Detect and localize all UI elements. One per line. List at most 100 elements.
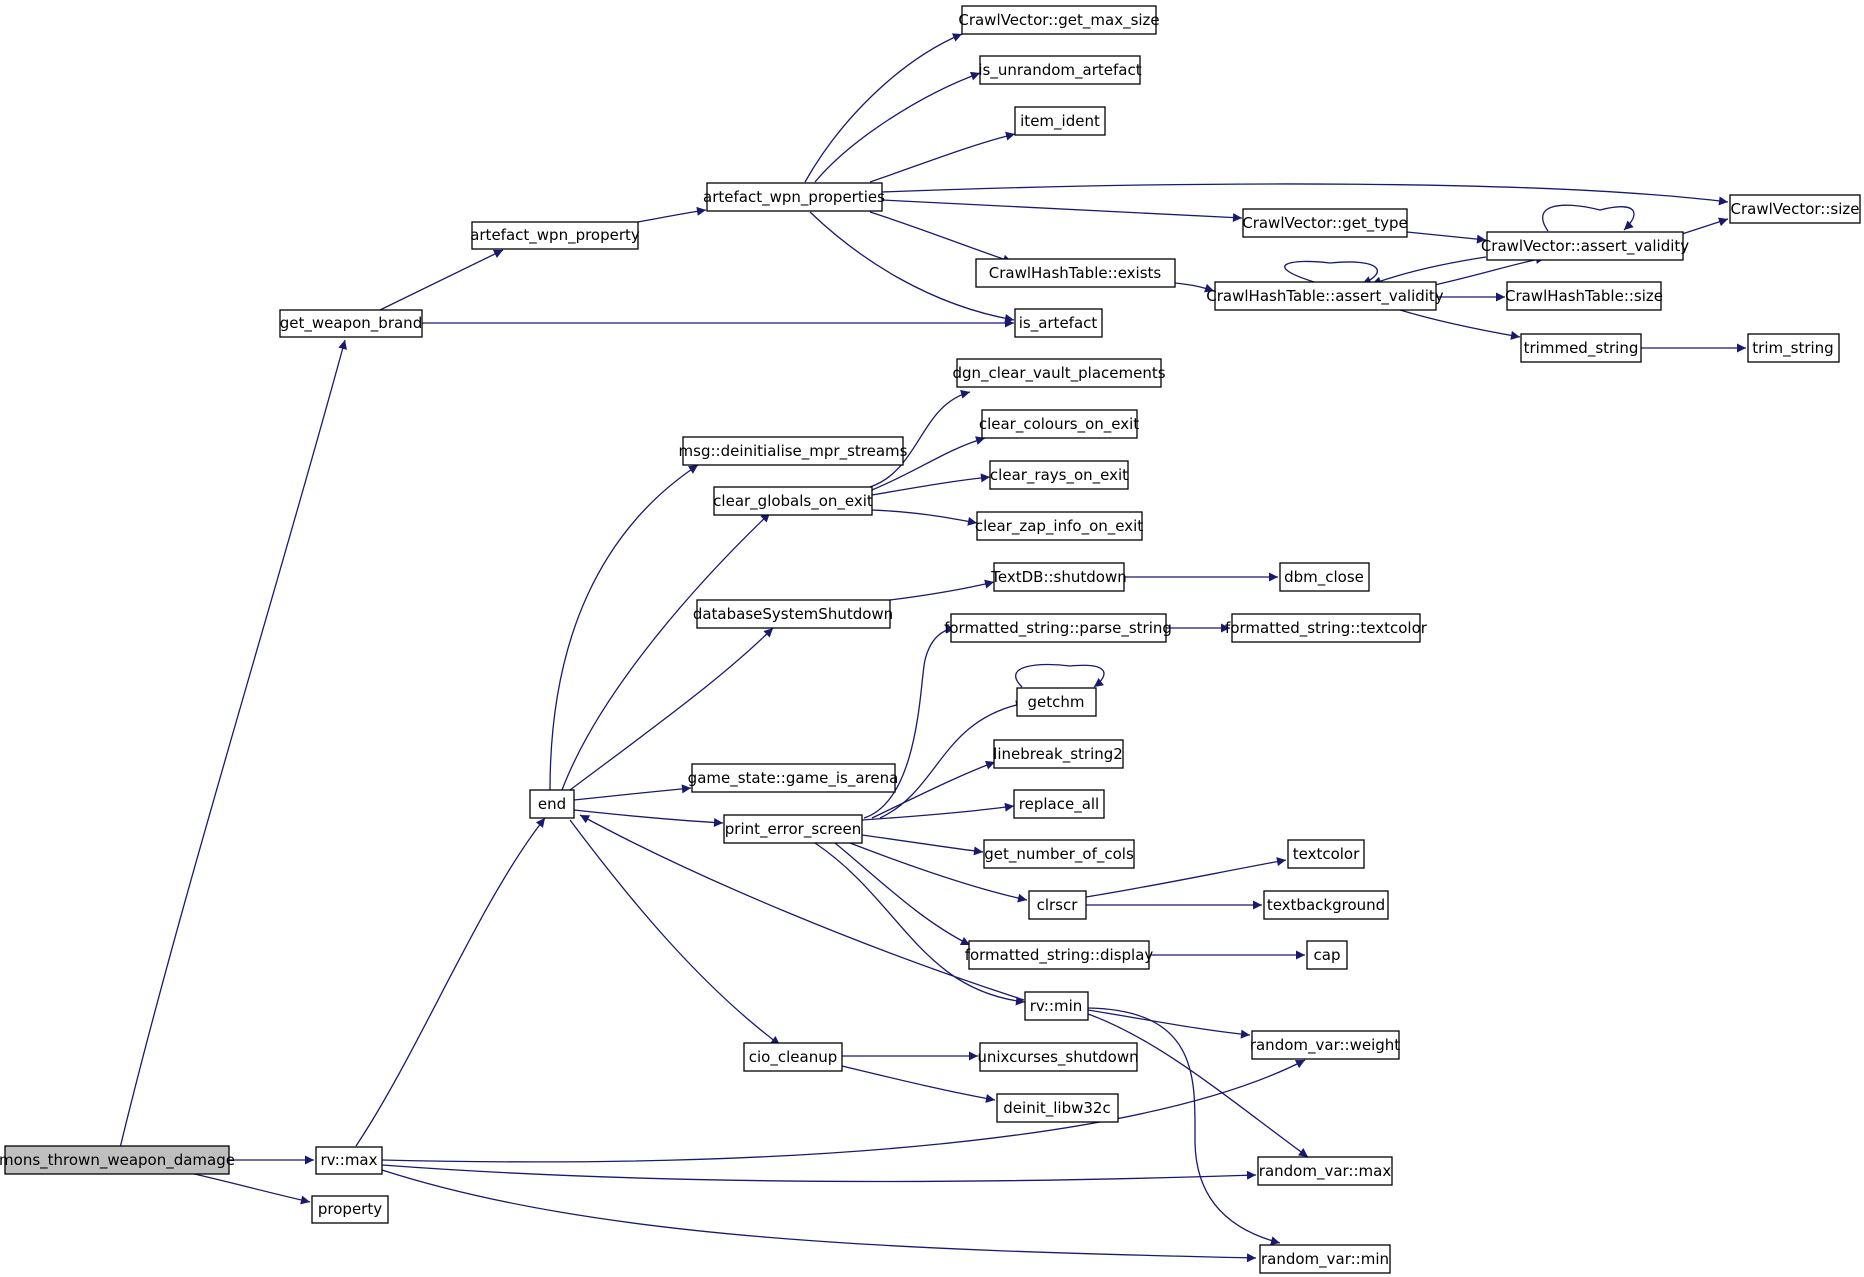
edge-cht-assert-self [1284,260,1378,285]
node-label: replace_all [1019,795,1099,814]
node-cht-assert-validity[interactable]: CrawlHashTable::assert_validity [1206,281,1444,311]
node-get-weapon-brand[interactable]: get_weapon_brand [279,309,423,338]
edge-rv-min-to-end [579,814,1025,1001]
node-label: end [538,795,566,813]
node-is-unrandom-artefact[interactable]: is_unrandom_artefact [978,55,1142,85]
node-get-number-of-cols[interactable]: get_number_of_cols [983,839,1135,869]
node-rv-min[interactable]: rv::min [1024,991,1089,1021]
node-label: textbackground [1267,896,1385,914]
node-label: clrscr [1037,896,1079,914]
node-dgn-clear-vault[interactable]: dgn_clear_vault_placements [952,358,1166,388]
node-label: property [318,1200,382,1218]
node-msg-deinit[interactable]: msg::deinitialise_mpr_streams [679,436,908,466]
node-textbackground[interactable]: textbackground [1263,890,1389,920]
edge-end-to-database-shutdown [569,627,774,791]
node-cio-cleanup[interactable]: cio_cleanup [743,1042,843,1072]
node-cv-size[interactable]: CrawlVector::size [1729,194,1861,224]
node-artefact-wpn-properties[interactable]: artefact_wpn_properties [703,182,885,212]
edge-artefact-wpn-property-to-properties [637,206,707,223]
node-dbm-close[interactable]: dbm_close [1279,562,1370,592]
node-print-error-screen[interactable]: print_error_screen [723,814,863,844]
node-replace-all[interactable]: replace_all [1013,789,1105,819]
edge-get-weapon-brand-to-artefact-wpn-property [379,249,504,311]
node-label: dbm_close [1284,568,1364,587]
node-cv-assert-validity[interactable]: CrawlVector::assert_validity [1481,231,1689,261]
node-is-artefact[interactable]: is_artefact [1014,308,1103,338]
node-random-var-min[interactable]: random_var::min [1259,1244,1391,1274]
node-textcolor[interactable]: textcolor [1287,839,1365,869]
node-unixcurses-shutdown[interactable]: unixcurses_shutdown [977,1042,1139,1072]
node-label: unixcurses_shutdown [977,1048,1138,1067]
node-label: cio_cleanup [749,1048,837,1067]
node-getchm[interactable]: getchm [1016,687,1097,717]
node-item-ident[interactable]: item_ident [1014,106,1106,136]
node-cht-exists[interactable]: CrawlHashTable::exists [975,258,1176,288]
node-clear-globals-on-exit[interactable]: clear_globals_on_exit [713,486,873,516]
node-label: formatted_string::textcolor [1225,619,1428,638]
node-label: clear_zap_info_on_exit [975,517,1143,536]
edge-cv-assert-to-cv-size [1681,217,1729,235]
edge-end-to-cio-cleanup [569,819,781,1046]
node-label: artefact_wpn_property [470,226,640,245]
node-label: trimmed_string [1524,339,1639,358]
node-game-is-arena[interactable]: game_state::game_is_arena [688,763,899,793]
edge-rv-min-to-random-var-min [1087,1007,1281,1246]
node-linebreak-string2[interactable]: linebreak_string2 [993,739,1124,769]
node-label: random_var::max [1259,1162,1392,1181]
node-database-shutdown[interactable]: databaseSystemShutdown [693,599,893,629]
edge-properties-to-is-unrandom [814,71,981,183]
edge-properties-to-cv-size [881,183,1729,206]
edge-pes-to-clrscr [849,842,1028,903]
node-label: clear_colours_on_exit [979,415,1139,434]
node-label: CrawlVector::get_max_size [958,11,1159,30]
node-trimmed-string[interactable]: trimmed_string [1520,333,1642,363]
edge-rv-max-to-random-var-weight [381,1059,1306,1163]
node-clrscr[interactable]: clrscr [1028,890,1087,920]
node-label: linebreak_string2 [993,745,1123,764]
node-label: CrawlHashTable::exists [989,264,1162,282]
node-label: is_unrandom_artefact [978,61,1141,80]
node-random-var-max[interactable]: random_var::max [1257,1156,1393,1186]
node-trim-string[interactable]: trim_string [1747,333,1840,363]
edge-rv-min-to-weight [1087,1009,1251,1039]
edge-mons-to-property [189,1172,311,1205]
node-label: deinit_libw32c [1003,1099,1110,1118]
edge-mons-to-get-weapon-brand [119,339,347,1149]
node-clear-colours[interactable]: clear_colours_on_exit [979,409,1139,439]
edge-pes-to-linebreak [871,760,996,819]
node-cv-get-max-size[interactable]: CrawlVector::get_max_size [958,5,1160,35]
node-random-var-weight[interactable]: random_var::weight [1250,1030,1400,1060]
node-label: trim_string [1752,339,1833,358]
node-label: clear_globals_on_exit [713,492,873,511]
node-label: textcolor [1293,845,1360,863]
node-label: get_number_of_cols [984,845,1134,864]
edge-cv-assert-to-cht-assert [1371,256,1487,286]
node-mons-thrown-weapon-damage[interactable]: mons_thrown_weapon_damage [0,1145,235,1175]
node-property[interactable]: property [311,1195,389,1224]
node-cv-get-type[interactable]: CrawlVector::get_type [1242,208,1408,238]
node-label: getchm [1028,693,1085,711]
node-fs-parse-string[interactable]: formatted_string::parse_string [944,613,1172,643]
node-label: CrawlVector::get_type [1242,214,1408,233]
edge-properties-to-cv-get-type [881,199,1243,223]
node-deinit-libw32c[interactable]: deinit_libw32c [996,1093,1119,1123]
node-label: clear_rays_on_exit [990,466,1128,485]
node-fs-display[interactable]: formatted_string::display [965,940,1154,970]
node-cap[interactable]: cap [1306,940,1348,970]
node-cht-size[interactable]: CrawlHashTable::size [1505,281,1663,311]
edge-clear-globals-to-rays [871,473,991,496]
node-label: msg::deinitialise_mpr_streams [679,442,908,461]
node-clear-rays[interactable]: clear_rays_on_exit [989,460,1129,490]
edge-rv-max-to-random-var-max [381,1164,1257,1183]
node-textdb-shutdown[interactable]: TextDB::shutdown [990,562,1127,592]
node-label: formatted_string::parse_string [944,619,1172,638]
node-clear-zap-info[interactable]: clear_zap_info_on_exit [975,511,1143,541]
node-end[interactable]: end [529,789,575,819]
node-artefact-wpn-property[interactable]: artefact_wpn_property [470,221,640,250]
node-label: formatted_string::display [965,946,1154,965]
edge-pes-to-getchm [879,700,1026,819]
node-label: random_var::weight [1250,1036,1400,1055]
node-rv-max[interactable]: rv::max [315,1146,383,1175]
node-fs-textcolor[interactable]: formatted_string::textcolor [1225,613,1428,643]
